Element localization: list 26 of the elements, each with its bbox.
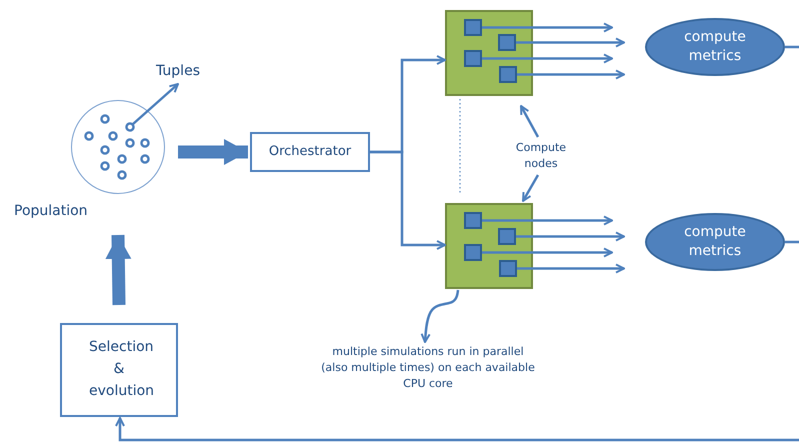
metrics-ellipse: compute metrics (645, 18, 785, 76)
block-arrow (178, 140, 248, 164)
arrow (482, 54, 613, 64)
arrow (520, 105, 540, 138)
label-text: Tuples (156, 62, 200, 81)
arrow (482, 22, 613, 32)
arrow (132, 83, 179, 125)
arrow (517, 264, 625, 274)
arrow (516, 38, 625, 48)
arrow (522, 174, 540, 202)
process-box: Orchestrator (250, 132, 370, 172)
connector-line (785, 46, 799, 48)
arrow (517, 70, 625, 80)
annotation-text: Compute nodes (514, 140, 568, 172)
arrow (420, 290, 460, 343)
caption-text: Population (14, 202, 88, 221)
arrow (370, 150, 446, 250)
block-arrow (106, 234, 130, 306)
arrow (115, 417, 799, 442)
annotation-text: multiple simulations run in parallel (also multiple times) on each available CPU core (320, 344, 536, 392)
arrow (482, 216, 613, 226)
process-box: Selection & evolution (60, 323, 178, 417)
arrow (482, 248, 613, 258)
arrow (516, 232, 625, 242)
metrics-ellipse: compute metrics (645, 213, 785, 271)
connector-line (785, 240, 799, 244)
